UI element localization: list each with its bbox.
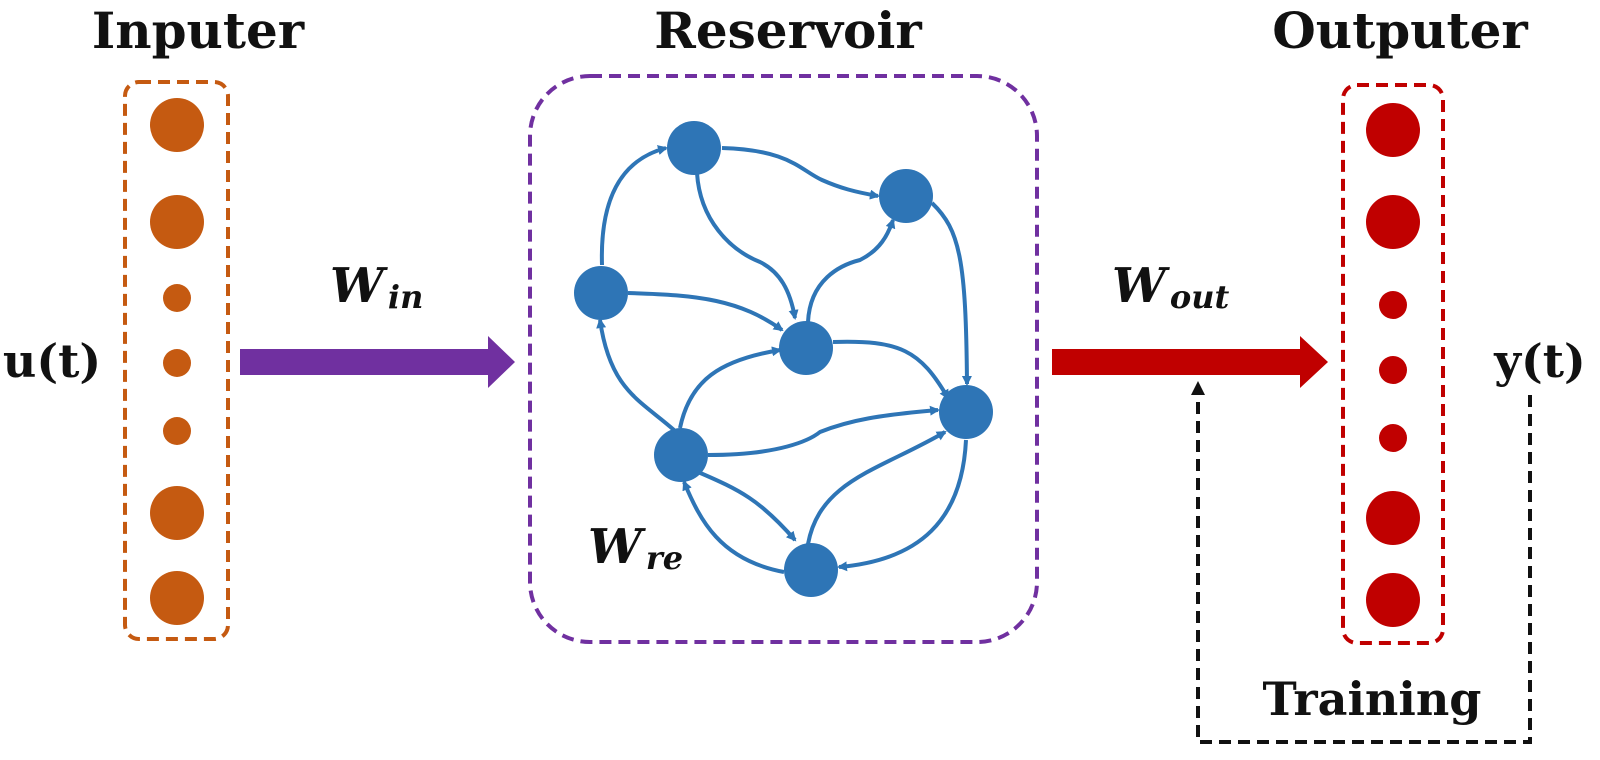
output-node (1366, 195, 1420, 249)
training-label: Training (1263, 672, 1482, 726)
output-node (1379, 291, 1407, 319)
outputer-layer (1341, 83, 1445, 645)
training-feedback-loop (1191, 381, 1532, 744)
input-weights-arrow (240, 336, 515, 388)
output-node (1366, 491, 1420, 545)
reservoir-frame (528, 74, 1039, 644)
inputer-frame (123, 80, 230, 641)
reservoir-connections (596, 145, 972, 574)
reservoir-node (939, 385, 993, 439)
input-node (163, 284, 191, 312)
input-node (150, 571, 204, 625)
output-signal-label: y(t) (1493, 334, 1586, 388)
inputer-title: Inputer (92, 1, 305, 60)
reservoir-node (879, 169, 933, 223)
output-node (1366, 573, 1420, 627)
input-node (150, 486, 204, 540)
reservoir-node (667, 121, 721, 175)
input-node (163, 349, 191, 377)
reservoir-node (784, 543, 838, 597)
output-weights-arrow (1052, 336, 1328, 388)
outputer-title: Outputer (1272, 1, 1528, 60)
input-node (150, 98, 204, 152)
reservoir-node (779, 321, 833, 375)
input-node (150, 195, 204, 249)
output-node (1379, 356, 1407, 384)
output-node (1366, 103, 1420, 157)
output-node (1379, 424, 1407, 452)
input-signal-label: u(t) (3, 334, 101, 388)
reservoir-title: Reservoir (654, 1, 922, 60)
inputer-layer (123, 80, 230, 641)
input-node (163, 417, 191, 445)
reservoir-node (654, 428, 708, 482)
reservoir-node (574, 266, 628, 320)
